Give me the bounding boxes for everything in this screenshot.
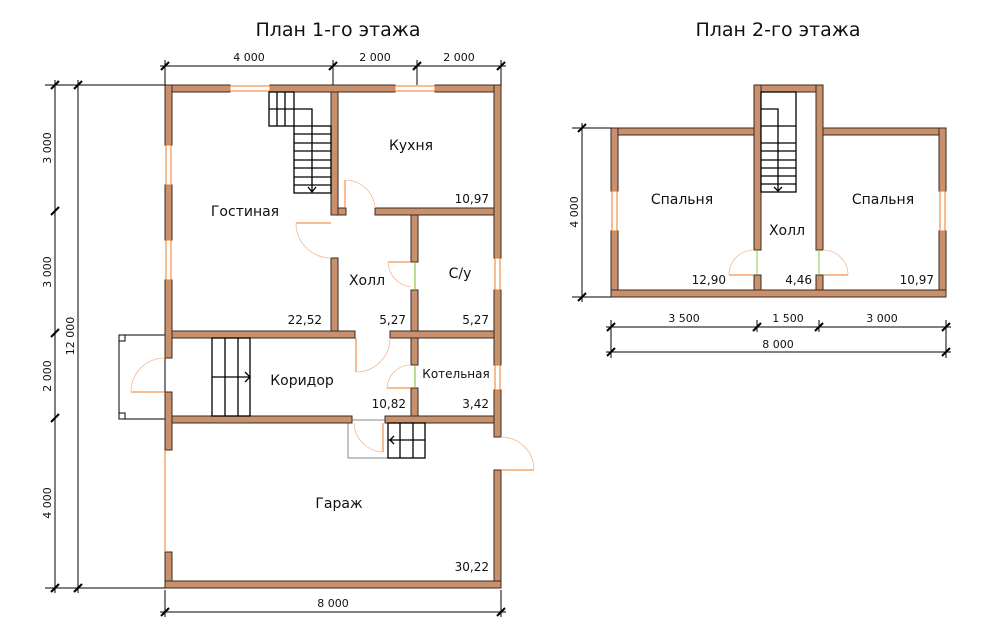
dimension-label: 2 000 [443, 51, 475, 64]
room-name: Коридор [270, 373, 334, 389]
room-area: 10,82 [372, 397, 406, 411]
dimension-label: 3 000 [866, 312, 898, 325]
dimension-label: 3 000 [41, 256, 54, 288]
room-name: Спальня [651, 192, 713, 208]
porch [118, 334, 166, 420]
dimension-label: 4 000 [41, 487, 54, 519]
room-name: Гостиная [211, 204, 279, 220]
dimension-label: 2 000 [41, 360, 54, 392]
room-name: Кухня [389, 138, 433, 154]
floor2-plan: Спальня 12,90 Холл 4,46 Спальня 10,97 3 … [568, 84, 951, 358]
room-name: Холл [349, 273, 385, 289]
room-area: 30,22 [455, 560, 489, 574]
dimension-label: 12 000 [64, 317, 77, 356]
room-name: Спальня [852, 192, 914, 208]
dimension-label: 2 000 [359, 51, 391, 64]
room-area: 10,97 [900, 273, 934, 287]
dimension-label: 8 000 [762, 338, 794, 351]
room-area: 12,90 [692, 273, 726, 287]
room-area: 5,27 [462, 313, 489, 327]
floor1-walls [164, 84, 502, 589]
dimension-label: 4 000 [233, 51, 265, 64]
floor2-dimensions: 3 500 1 500 3 000 8 000 4 000 [568, 123, 951, 358]
room-area: 22,52 [288, 313, 322, 327]
room-name: С/у [449, 266, 472, 282]
room-area: 10,97 [455, 192, 489, 206]
floor1-stairs [211, 91, 426, 459]
room-name: Холл [769, 223, 805, 239]
dimension-label: 1 500 [772, 312, 804, 325]
dimension-label: 8 000 [317, 597, 349, 610]
floor2-title: План 2-го этажа [695, 19, 860, 41]
floor2-stairs [760, 91, 797, 193]
dimension-label: 4 000 [568, 196, 581, 228]
floor1-title: План 1-го этажа [255, 19, 420, 41]
floor1-windows [164, 85, 501, 552]
dimension-label: 3 000 [41, 132, 54, 164]
dimension-label: 3 500 [668, 312, 700, 325]
floor1-plan: Гостиная 22,52 Кухня 10,97 Холл 5,27 С/у… [41, 51, 535, 617]
floor1-doors [130, 179, 535, 471]
floor1-dimensions: 4 000 2 000 2 000 8 000 3 000 3 000 2 00… [41, 51, 506, 617]
room-name: Котельная [422, 367, 489, 381]
room-name: Гараж [315, 496, 363, 512]
room-area: 3,42 [462, 397, 489, 411]
room-area: 4,46 [785, 273, 812, 287]
room-area: 5,27 [379, 313, 406, 327]
